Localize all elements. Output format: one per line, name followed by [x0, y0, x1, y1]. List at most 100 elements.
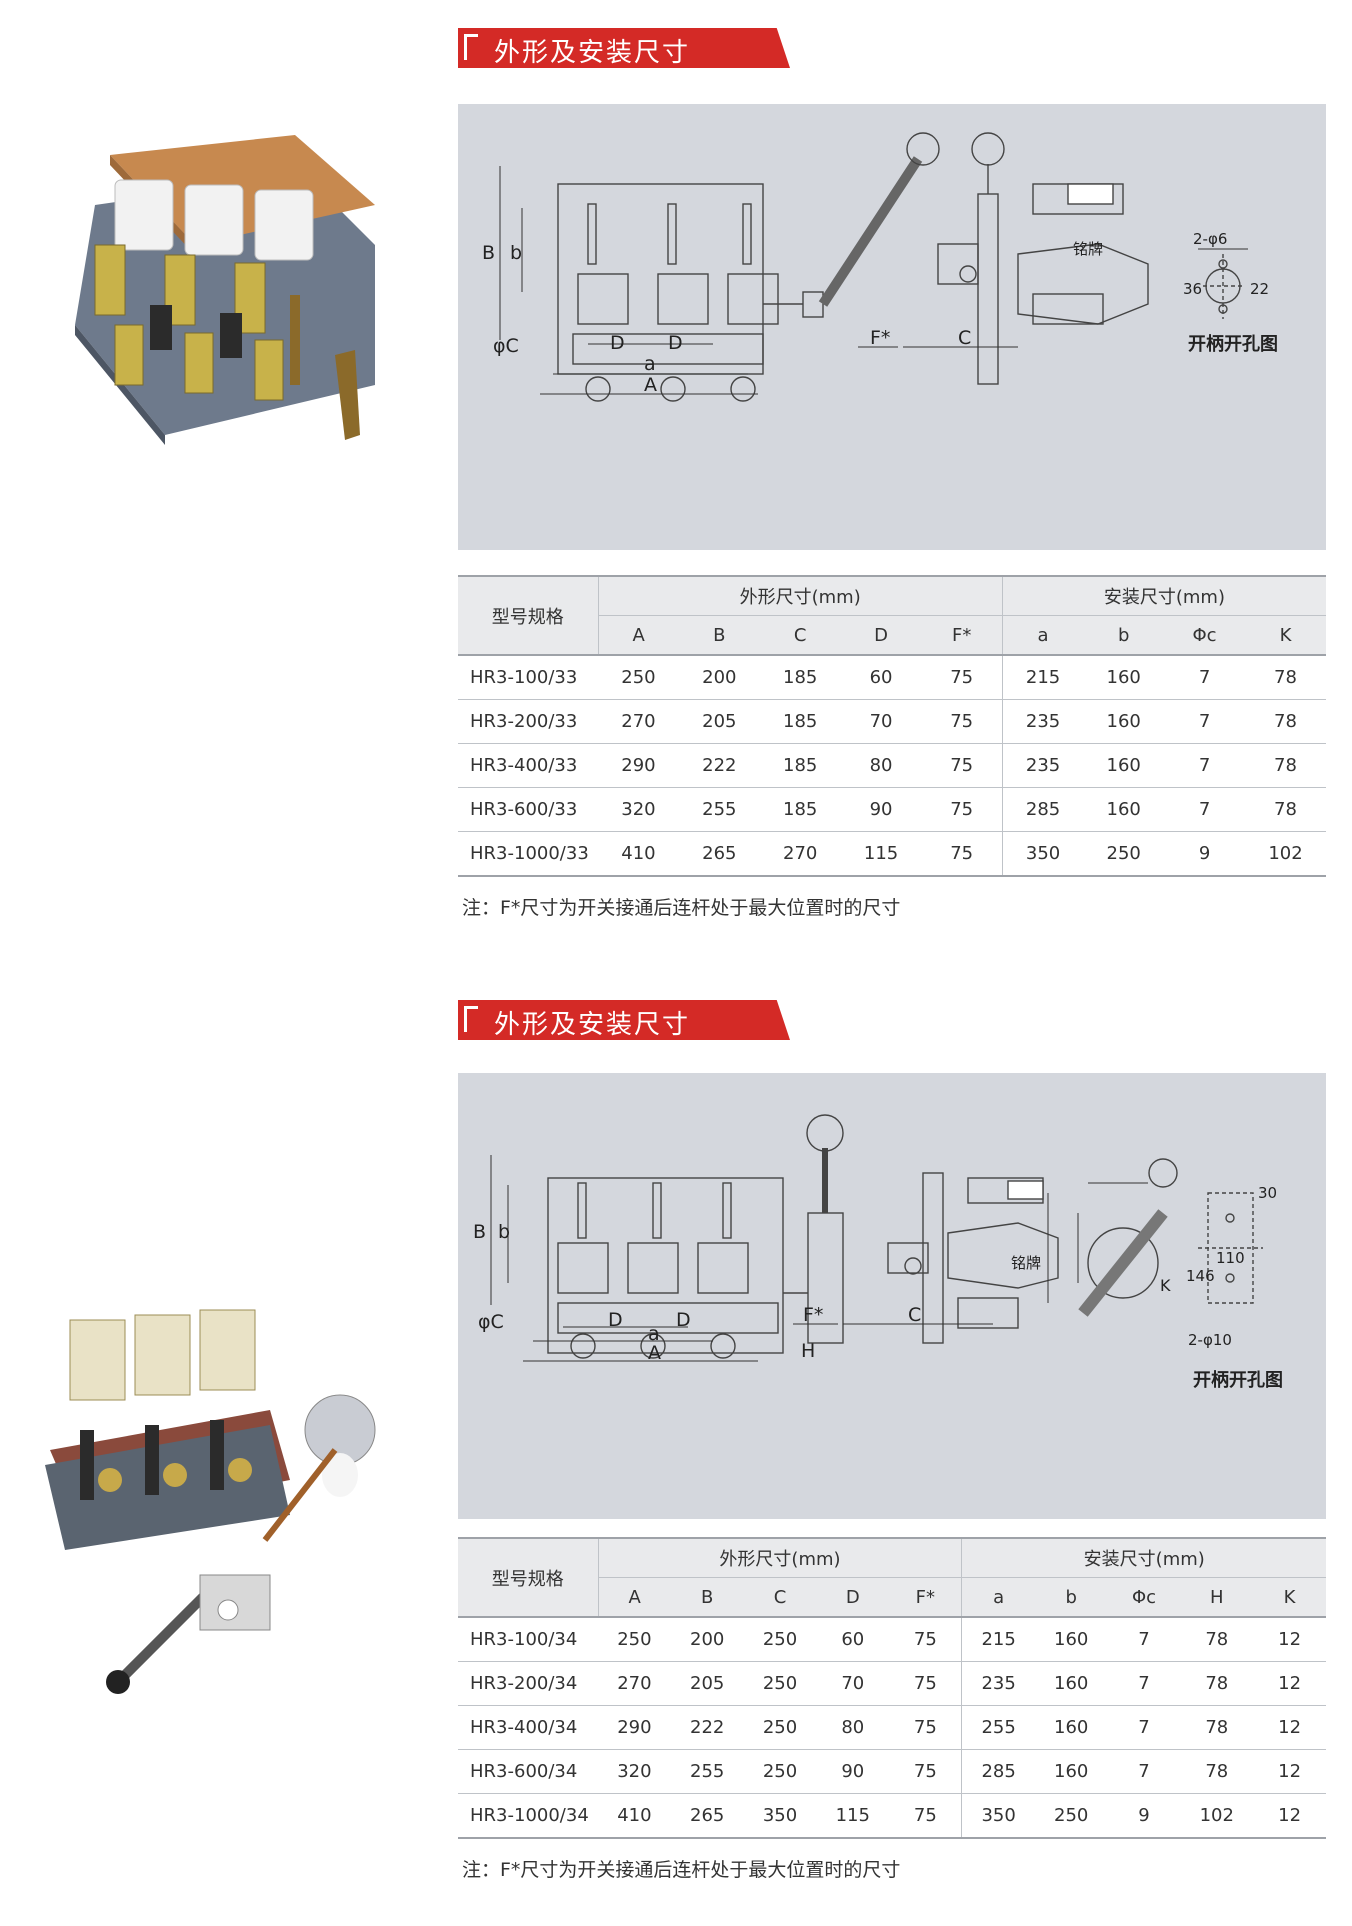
table-cell: 160	[1034, 1617, 1108, 1662]
table-cell: 78	[1245, 699, 1326, 744]
dim-label-A: A	[644, 374, 657, 396]
table-cell: 60	[840, 655, 922, 700]
table-cell: 160	[1083, 743, 1165, 788]
hole-spec-label: 2-φ10	[1188, 1331, 1232, 1349]
table-cell: 12	[1253, 1705, 1326, 1750]
table-cell: 12	[1253, 1617, 1326, 1662]
table-cell: HR3-200/34	[458, 1661, 598, 1706]
table-cell: HR3-600/34	[458, 1749, 598, 1794]
col-header: Φc	[1107, 1577, 1181, 1618]
table-cell: 78	[1180, 1749, 1254, 1794]
outer-dim-group-header: 外形尺寸(mm)	[598, 1537, 963, 1578]
table-cell: 75	[921, 787, 1003, 832]
table-cell: 222	[670, 1705, 744, 1750]
front-view-body	[547, 1177, 784, 1354]
col-header: F*	[921, 615, 1003, 656]
table-cell: HR3-200/33	[458, 699, 598, 744]
table-cell: 115	[816, 1793, 890, 1839]
col-header: a	[1002, 615, 1084, 656]
table-cell: 7	[1164, 655, 1245, 700]
table-cell: 75	[889, 1705, 963, 1750]
dim-label-a: a	[644, 353, 656, 375]
col-header: b	[1034, 1577, 1108, 1618]
table-cell: 215	[1002, 655, 1084, 700]
table-cell: 250	[1034, 1793, 1108, 1839]
col-header: H	[1180, 1577, 1254, 1618]
dim-label-D2: D	[676, 1309, 691, 1331]
table-cell: 320	[598, 1749, 671, 1794]
table-cell: 410	[598, 1793, 671, 1839]
table-cell: HR3-100/34	[458, 1617, 598, 1662]
table-cell: 160	[1034, 1749, 1108, 1794]
table-cell: 160	[1083, 787, 1165, 832]
table-cell: 78	[1180, 1617, 1254, 1662]
section-1-title-banner: 外形及安装尺寸	[458, 28, 790, 68]
nameplate-label: 铭牌	[1073, 240, 1103, 258]
table-cell: 185	[759, 655, 841, 700]
table-cell: 70	[816, 1661, 890, 1706]
col-header: A	[598, 615, 679, 656]
section-2-dimension-drawing: B b φC D D a A H F* C 铭牌 K 30 146 110 2-…	[458, 1073, 1326, 1519]
table-cell: 255	[678, 787, 760, 832]
col-header: B	[678, 615, 760, 656]
table-cell: HR3-400/34	[458, 1705, 598, 1750]
table-cell: 350	[961, 1793, 1035, 1839]
table-cell: 205	[678, 699, 760, 744]
table-cell: 80	[816, 1705, 890, 1750]
table-cell: 285	[961, 1749, 1035, 1794]
col-header: K	[1253, 1577, 1326, 1618]
dim-label-phiC: φC	[493, 335, 519, 357]
nameplate-label: 铭牌	[1011, 1254, 1041, 1272]
table-cell: HR3-600/33	[458, 787, 598, 832]
banner-corner-mark	[464, 1006, 478, 1032]
col-header: B	[670, 1577, 744, 1618]
section-1-note: 注：F*尺寸为开关接通后连杆处于最大位置时的尺寸	[462, 897, 901, 919]
table-cell: 115	[840, 831, 922, 877]
table-cell: 290	[598, 1705, 671, 1750]
section-1-product-photo	[75, 135, 375, 445]
table-cell: 7	[1107, 1749, 1181, 1794]
table-cell: 350	[1002, 831, 1084, 877]
table-cell: 160	[1083, 699, 1165, 744]
dim-label-A: A	[648, 1342, 661, 1364]
table-cell: 75	[921, 743, 1003, 788]
banner-background	[458, 28, 790, 68]
table-cell: 270	[759, 831, 841, 877]
dim-label-K: K	[1160, 1276, 1171, 1295]
table-cell: 160	[1034, 1705, 1108, 1750]
section-1-spec-table: 型号规格 外形尺寸(mm) 安装尺寸(mm) A B C D F* a b Φc…	[458, 575, 1326, 877]
table-cell: HR3-100/33	[458, 655, 598, 700]
table-cell: 70	[840, 699, 922, 744]
table-cell: 75	[921, 831, 1003, 877]
table-cell: 102	[1245, 831, 1326, 877]
dim-label-H: H	[801, 1340, 815, 1362]
table-cell: 7	[1107, 1705, 1181, 1750]
table-cell: 75	[889, 1749, 963, 1794]
table-cell: 7	[1164, 787, 1245, 832]
table-cell: 78	[1245, 787, 1326, 832]
dim-label-146: 146	[1186, 1267, 1215, 1285]
table-cell: 410	[598, 831, 679, 877]
banner-background	[458, 1000, 790, 1040]
table-cell: 90	[816, 1749, 890, 1794]
col-header: K	[1245, 615, 1326, 656]
dim-label-D2: D	[668, 332, 683, 354]
dim-label-22: 22	[1250, 280, 1269, 298]
table-cell: 250	[743, 1661, 817, 1706]
table-cell: 255	[961, 1705, 1035, 1750]
dim-label-b: b	[510, 242, 522, 264]
table-cell: 7	[1107, 1617, 1181, 1662]
table-cell: 270	[598, 1661, 671, 1706]
dim-label-phiC: φC	[478, 1311, 504, 1333]
table-cell: 250	[743, 1705, 817, 1750]
table-cell: 78	[1245, 743, 1326, 788]
dim-label-a: a	[648, 1323, 660, 1345]
table-cell: 205	[670, 1661, 744, 1706]
section-1-dimension-drawing: B b φC D D a A F* C 铭牌 2-φ6 36 22 开柄开孔图	[458, 104, 1326, 550]
model-header: 型号规格	[458, 1537, 599, 1618]
table-cell: 250	[743, 1617, 817, 1662]
